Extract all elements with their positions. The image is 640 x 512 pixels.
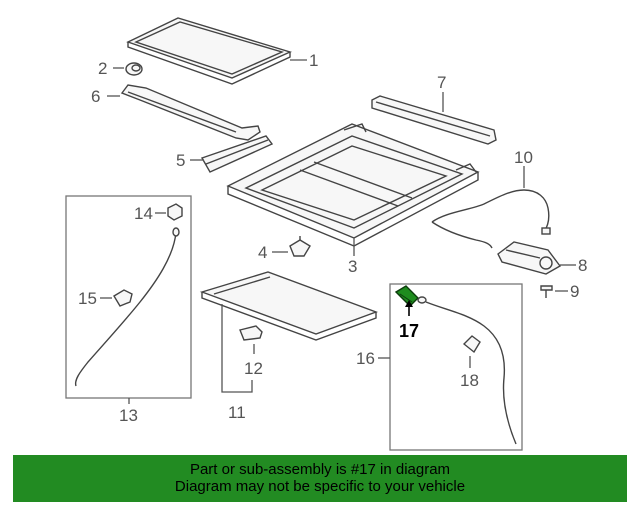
part-11-sunshade[interactable] xyxy=(199,271,379,341)
part-17-elbow[interactable] xyxy=(394,285,419,307)
callout-3: 3 xyxy=(348,257,357,276)
part-6-seal[interactable] xyxy=(120,84,261,141)
banner-line-2: Diagram may not be specific to your vehi… xyxy=(174,478,466,495)
callout-9: 9 xyxy=(570,282,579,301)
banner-line-1: Part or sub-assembly is #17 in diagram xyxy=(189,461,451,478)
part-10-harness[interactable] xyxy=(431,189,551,249)
callout-4: 4 xyxy=(258,243,267,262)
callout-15: 15 xyxy=(78,289,97,308)
part-12-handle[interactable] xyxy=(239,325,263,341)
callout-11: 11 xyxy=(228,403,246,422)
callout-16: 16 xyxy=(356,349,375,368)
callout-1: 1 xyxy=(309,51,318,70)
callout-2: 2 xyxy=(98,59,107,78)
callout-13: 13 xyxy=(119,406,138,425)
callout-8: 8 xyxy=(578,256,587,275)
part-16-drain-tube[interactable] xyxy=(417,296,517,445)
group-box-16 xyxy=(389,283,523,451)
part-15-grommet[interactable] xyxy=(113,289,133,307)
callout-12: 12 xyxy=(244,359,263,378)
callout-18: 18 xyxy=(460,371,479,390)
callout-5: 5 xyxy=(176,151,185,170)
part-13-drain-tube[interactable] xyxy=(74,227,180,387)
part-5-deflector[interactable] xyxy=(200,135,274,173)
callout-14: 14 xyxy=(134,204,153,223)
part-18-clip[interactable] xyxy=(462,335,481,354)
part-7-rail[interactable] xyxy=(371,95,497,145)
part-3-frame[interactable] xyxy=(226,123,480,247)
leader-17-arrow xyxy=(405,300,413,307)
part-2-plug[interactable] xyxy=(125,62,143,76)
part-14-fitting[interactable] xyxy=(167,203,183,221)
callout-10: 10 xyxy=(514,148,533,167)
callout-6: 6 xyxy=(91,87,100,106)
part-8-motor[interactable] xyxy=(497,241,562,275)
info-banner: Part or sub-assembly is #17 in diagram D… xyxy=(13,455,627,502)
part-4-clip[interactable] xyxy=(289,236,311,257)
leader-11 xyxy=(221,304,253,393)
part-9-screw[interactable] xyxy=(540,285,553,298)
callout-17: 17 xyxy=(399,321,419,341)
part-1-glass-panel[interactable] xyxy=(126,17,292,85)
callout-7: 7 xyxy=(437,73,446,92)
